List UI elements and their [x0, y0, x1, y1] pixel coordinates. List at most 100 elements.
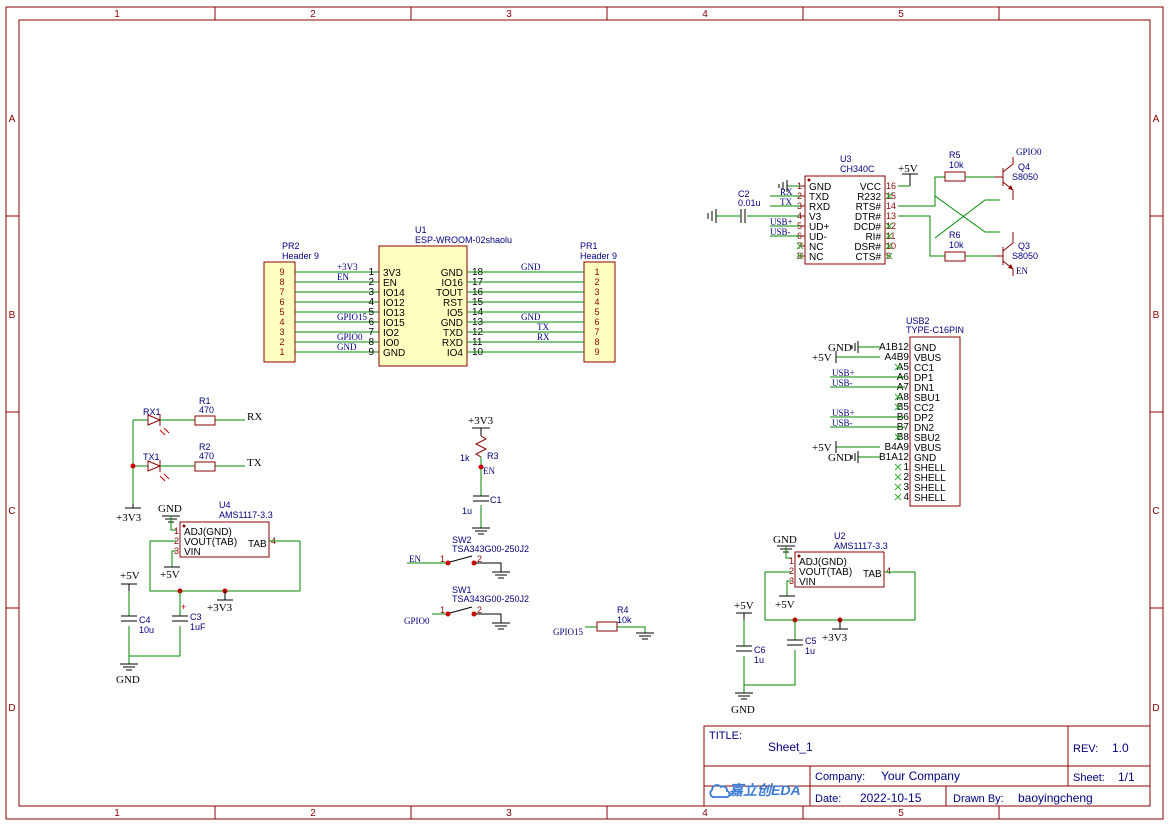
u3-pin-name: DCD#: [854, 222, 882, 233]
r6-value: 10k: [949, 240, 964, 250]
sw2-ref: SW2: [452, 535, 472, 545]
usb2-pin-name: GND: [914, 453, 936, 464]
u3-pin-number: 10: [886, 241, 896, 251]
usb2-pin-number: B8: [897, 432, 910, 443]
usb2-pin-number: 1: [903, 462, 909, 473]
u3-pin-name: GND: [809, 182, 831, 193]
u3-pin-name: RXD: [809, 202, 830, 213]
usb2-net: +5V: [812, 442, 832, 454]
r4-ref: R4: [617, 605, 629, 615]
frame-row-label: D: [1152, 703, 1159, 714]
u1-pin-name: IO15: [383, 318, 405, 329]
pr1-pin-number: 5: [594, 307, 599, 317]
led-pwr-net: +3V3: [116, 512, 142, 524]
company-label: Company:: [815, 771, 865, 783]
u4-pin-number: 3: [174, 546, 179, 556]
r3-value: 1k: [460, 453, 470, 463]
u3-left-net: TX: [780, 197, 792, 207]
u2-in-net2: +5V: [734, 600, 754, 612]
title-block: TITLE: Sheet_1 REV: 1.0 Company: Your Co…: [703, 725, 1151, 807]
usb2-pin-name: VBUS: [914, 353, 942, 364]
u4-in-net: +5V: [160, 569, 180, 581]
u3-pin-name: RI#: [865, 232, 881, 243]
u1-left-net: +3V3: [337, 262, 358, 272]
usb2-pin-number: A8: [897, 392, 910, 403]
u2-gnd-net: GND: [773, 534, 797, 546]
r4-net: GPIO15: [553, 627, 584, 637]
c3-value: 1uF: [190, 622, 206, 632]
frame-col-label: 5: [898, 808, 904, 819]
q3-ref: Q3: [1018, 241, 1030, 251]
sw2-pin2: 2: [477, 554, 482, 564]
regulator-u2: GND U2 AMS1117-3.3 ADJ(GND)1VOUT(TAB)2VI…: [731, 531, 916, 716]
u1-pin-name: TOUT: [436, 288, 463, 299]
sheet-label: Sheet:: [1073, 772, 1105, 784]
u1-pin-name: GND: [441, 268, 463, 279]
usb2-pin-name: DP1: [914, 373, 934, 384]
frame-row-label: C: [8, 506, 15, 517]
usb2-value: TYPE-C16PIN: [906, 325, 964, 335]
pr1-pin-number: 6: [594, 317, 599, 327]
rev-value: 1.0: [1112, 741, 1129, 755]
r1-value: 470: [199, 405, 214, 415]
usb2-net: USB+: [832, 408, 855, 418]
u3-pin-name: UD-: [809, 232, 827, 243]
q3-net: EN: [1016, 266, 1028, 276]
u2-pin-number: 3: [789, 576, 794, 586]
u2-out-net: +3V3: [822, 632, 848, 644]
c4-value: 10u: [139, 625, 154, 635]
regulator-u4: GND U4 AMS1117-3.3 ADJ(GND)1VOUT(TAB)2VI…: [116, 500, 301, 686]
u3-pin-number: 16: [886, 181, 896, 191]
chip-u3: U3 CH340C GND1TXD2RXRXD3TXV34UD+5USB+UD-…: [707, 154, 1000, 265]
c3-ref: C3: [190, 612, 202, 622]
u1-right-net: RX: [537, 332, 550, 342]
usb2-pin-number: A5: [897, 362, 910, 373]
resistor-r4: R4 10k GPIO15: [553, 605, 654, 640]
u2-tab: TAB: [863, 569, 882, 580]
u1-pin-number: 6: [368, 317, 374, 328]
date-value: 2022-10-15: [860, 791, 922, 805]
u1-pin-number: 4: [368, 297, 374, 308]
usb2-pin-name: SHELL: [914, 493, 946, 504]
easyeda-logo: 嘉立创EDA: [709, 782, 801, 798]
u1-ref: U1: [415, 225, 427, 235]
usb2-pin-number: B5: [897, 402, 910, 413]
pr1-pin-number: 4: [594, 297, 599, 307]
u2-value: AMS1117-3.3: [834, 541, 888, 551]
u3-pin-name: CTS#: [855, 252, 881, 263]
u1-pin-name: IO0: [383, 338, 400, 349]
r2-value: 470: [199, 451, 214, 461]
usb2-pin-number: 4: [903, 492, 909, 503]
u1-pin-name: IO5: [447, 308, 464, 319]
c4-ref: C4: [139, 615, 151, 625]
u3-vcc-net: +5V: [898, 163, 918, 175]
usb2-pin-name: SHELL: [914, 473, 946, 484]
usb2-pin-name: DN1: [914, 383, 934, 394]
switch-sw1: SW1 TSA343G00-250J2 GPIO0 1 2: [404, 585, 529, 630]
pr1-value: Header 9: [580, 251, 617, 261]
u1-pin-name: GND: [441, 318, 463, 329]
pr2-pin-number: 3: [279, 327, 284, 337]
u3-pin-name: RTS#: [856, 202, 882, 213]
u1-pin-name: IO16: [441, 278, 463, 289]
u1-pin-name: TXD: [443, 328, 463, 339]
q4-value: S8050: [1012, 172, 1038, 182]
u3-pin-number: 12: [886, 221, 896, 231]
u4-tab: TAB: [248, 539, 267, 550]
r1-ref: R1: [199, 396, 211, 406]
c1-value: 1u: [462, 506, 472, 516]
date-label: Date:: [815, 793, 841, 805]
rx-net: RX: [247, 411, 262, 423]
usb2-net: GND: [828, 342, 852, 354]
u1-value: ESP-WROOM-02shaolu: [415, 235, 512, 245]
u3-pin-name: VCC: [860, 182, 881, 193]
frame-row-label: A: [1153, 114, 1160, 125]
usb2-net: USB-: [832, 418, 853, 428]
connector-usb2: USB2 TYPE-C16PIN GNDA1B12GNDVBUSA4B9+5VC…: [812, 316, 964, 507]
u1-pin-name: IO13: [383, 308, 405, 319]
u3-ref: U3: [840, 154, 852, 164]
svg-text:+: +: [181, 602, 186, 612]
c6-value: 1u: [754, 655, 764, 665]
